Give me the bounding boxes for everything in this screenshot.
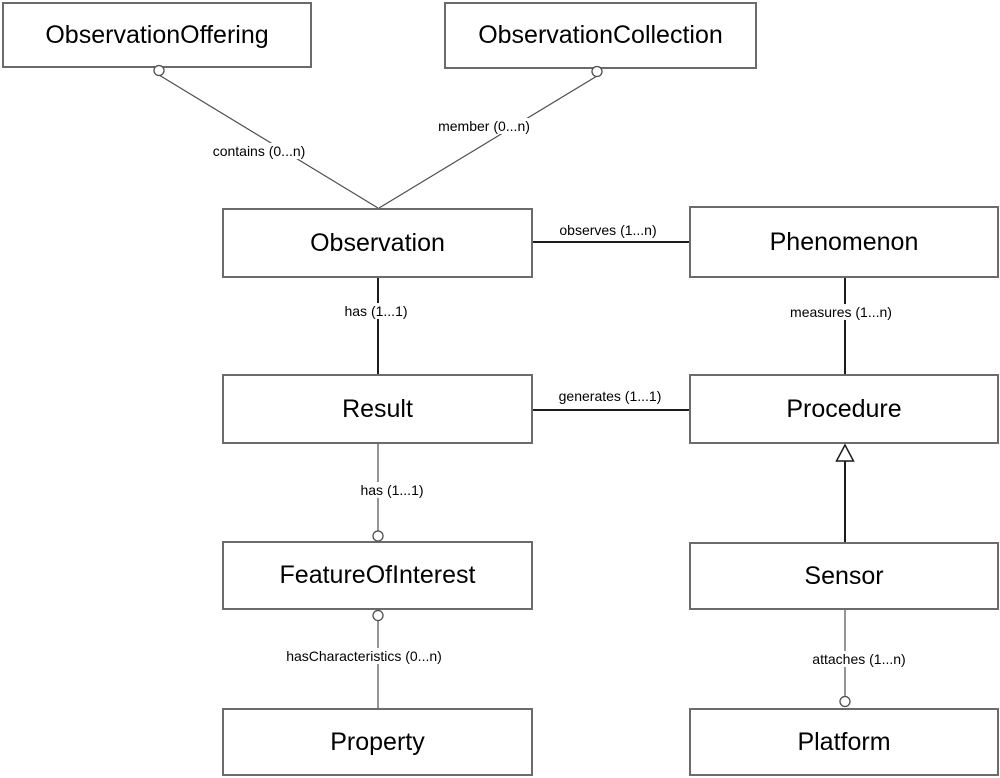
class-name-result: Result bbox=[342, 394, 413, 423]
class-name-sensor: Sensor bbox=[804, 561, 884, 590]
class-name-feature-of-interest: FeatureOfInterest bbox=[279, 561, 476, 589]
class-box-property: Property bbox=[222, 708, 533, 776]
class-box-platform: Platform bbox=[689, 708, 999, 776]
class-box-observation-offering: ObservationOffering bbox=[2, 2, 312, 68]
class-box-sensor: Sensor bbox=[689, 542, 999, 610]
class-name-observation-offering: ObservationOffering bbox=[45, 20, 269, 49]
class-name-platform: Platform bbox=[797, 727, 891, 756]
class-name-procedure: Procedure bbox=[786, 394, 902, 423]
class-box-result: Result bbox=[222, 374, 533, 444]
class-name-property: Property bbox=[330, 727, 425, 756]
class-name-phenomenon: Phenomenon bbox=[769, 227, 919, 256]
class-box-observation: Observation bbox=[222, 208, 533, 278]
class-name-observation-collection: ObservationCollection bbox=[478, 21, 723, 49]
class-name-observation: Observation bbox=[310, 228, 445, 257]
class-box-procedure: Procedure bbox=[689, 374, 999, 444]
class-box-phenomenon: Phenomenon bbox=[689, 206, 999, 278]
class-box-feature-of-interest: FeatureOfInterest bbox=[222, 541, 533, 610]
class-box-observation-collection: ObservationCollection bbox=[444, 2, 757, 69]
